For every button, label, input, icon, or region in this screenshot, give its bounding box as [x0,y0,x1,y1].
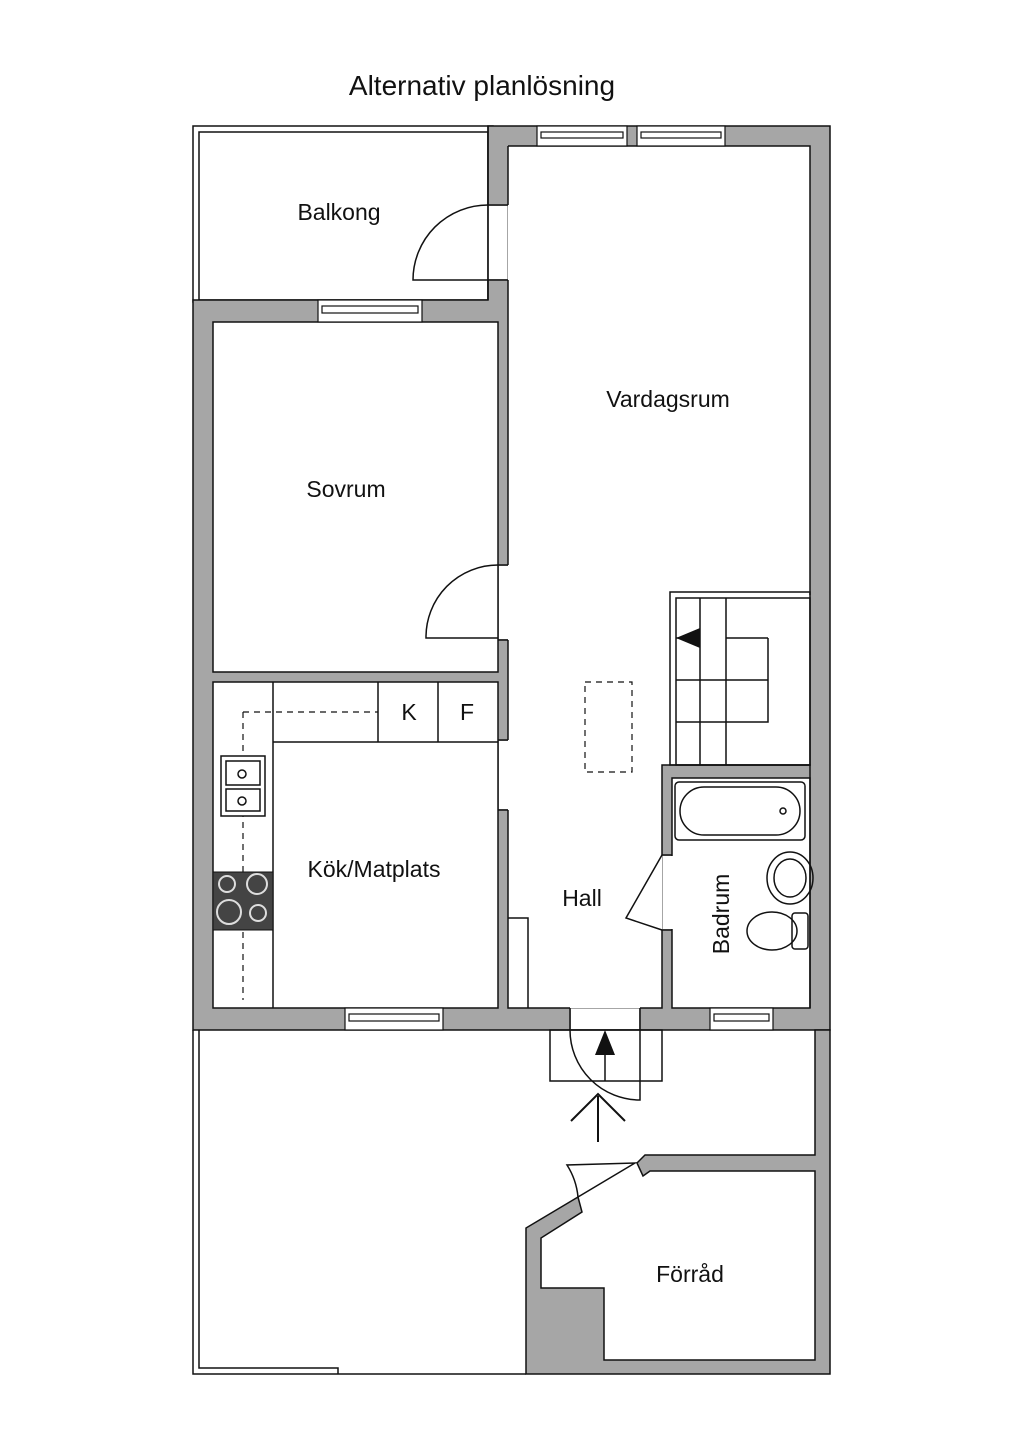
stair-arrow-icon [676,628,700,648]
staircase [584,591,811,773]
kok-room [212,681,499,1009]
badrum-room [671,777,811,1009]
entry-arrow-icon [595,1030,615,1055]
plan-title: Alternativ planlösning [349,70,615,101]
sink-icon [220,755,266,817]
room-label-sovrum: Sovrum [306,476,385,502]
room-label-badrum: Badrum [708,874,734,955]
hatch-outline [584,681,633,773]
washbasin-icon [766,851,814,905]
room-label-vardagsrum: Vardagsrum [606,386,730,412]
fridge-label: K [401,699,417,725]
hall-closet [508,917,529,1008]
main-walls [192,125,831,1031]
sovrum-room [212,321,499,673]
entrance-arrow-icon [570,1092,626,1142]
entrance [549,1029,663,1142]
room-label-balkong: Balkong [297,199,380,225]
toilet-icon [746,911,798,951]
forrad-walls [525,1029,831,1375]
doors [412,204,663,1101]
room-label-hall: Hall [562,885,602,911]
room-label-kok: Kök/Matplats [308,856,441,882]
windows [317,125,774,1031]
lower-area [192,1029,831,1375]
freezer-label: F [460,699,474,725]
room-label-forrad: Förråd [656,1261,724,1287]
bathroom-fixtures [674,781,814,951]
bathtub-icon [674,781,806,841]
kitchen-fixtures: K F [212,682,498,1008]
